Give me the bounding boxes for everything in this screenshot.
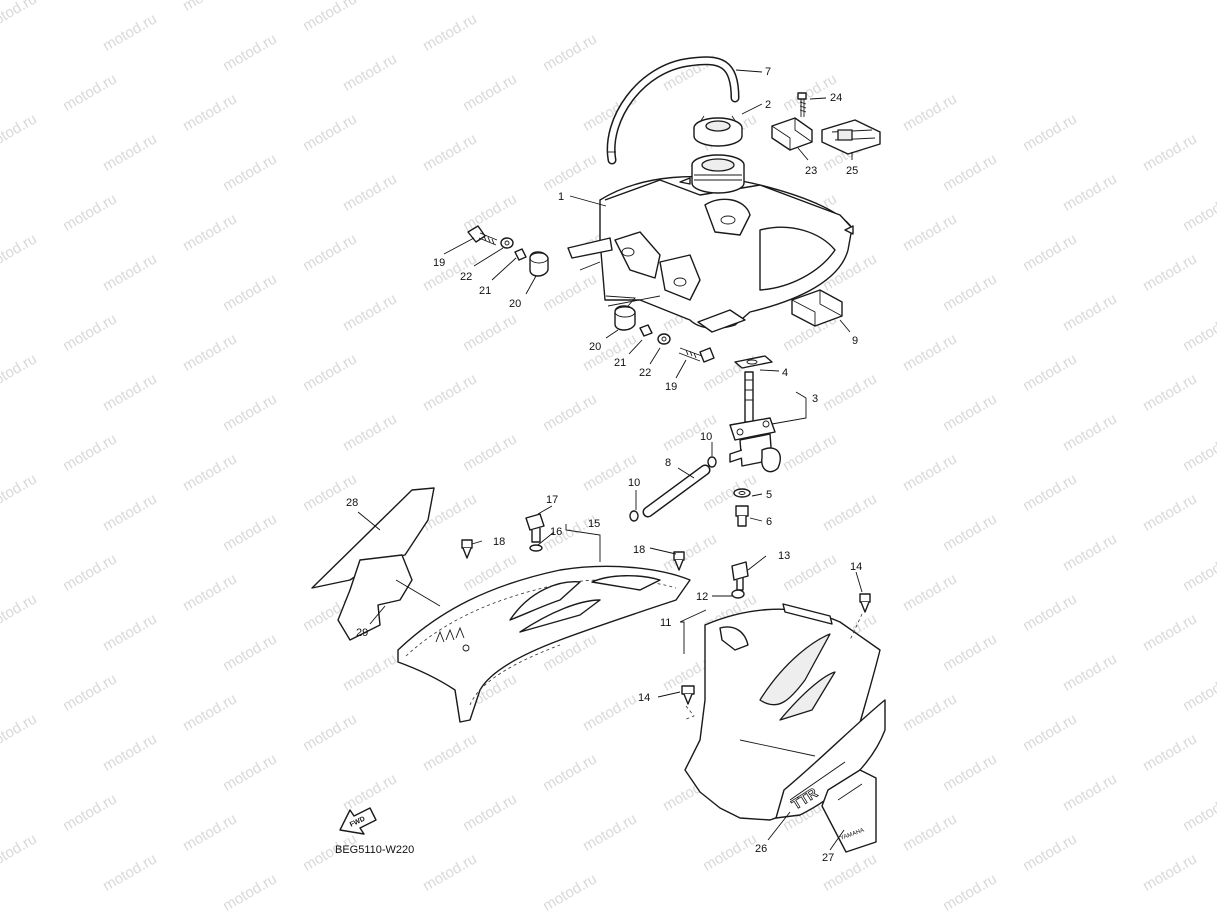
collar-16 <box>529 544 543 552</box>
fuel-cock <box>729 371 781 473</box>
hose-clip-upper <box>707 456 717 468</box>
bracket-23 <box>771 117 813 151</box>
side-panel-15 <box>397 565 691 723</box>
callout-1: 1 <box>558 191 564 203</box>
callout-10-lower: 10 <box>628 477 640 489</box>
callout-5: 5 <box>766 489 772 501</box>
callouts: 1 2 3 4 5 6 7 8 9 10 10 11 12 13 14 14 1… <box>346 66 862 864</box>
callout-13: 13 <box>778 550 790 562</box>
gasket-4 <box>734 355 773 369</box>
callout-18-left: 18 <box>493 536 505 548</box>
fuel-cap <box>693 115 743 147</box>
washer-22-left <box>500 237 514 249</box>
callout-24: 24 <box>830 92 842 104</box>
callout-2: 2 <box>765 99 771 111</box>
callout-18-right: 18 <box>633 544 645 556</box>
bolt-13 <box>731 561 749 591</box>
callout-14-lower: 14 <box>638 692 650 704</box>
drain-screw-6 <box>735 505 749 527</box>
callout-12: 12 <box>696 591 708 603</box>
bolt-18-left <box>461 539 473 559</box>
collar-21-left <box>514 248 527 261</box>
decal-27 <box>821 769 877 853</box>
callout-15: 15 <box>588 518 600 530</box>
leader-lines <box>357 69 863 851</box>
bolt-14-upper <box>859 593 871 613</box>
callout-26: 26 <box>755 843 767 855</box>
washer-22-lower <box>657 333 671 345</box>
cushion-9 <box>791 289 843 327</box>
callout-6: 6 <box>766 516 772 528</box>
callout-23: 23 <box>805 165 817 177</box>
callout-19-left: 19 <box>433 257 445 269</box>
fuel-hose <box>642 464 711 518</box>
callout-22-left: 22 <box>460 271 472 283</box>
bolt-18-right <box>673 551 685 571</box>
callout-14-upper: 14 <box>850 561 862 573</box>
tank-bolt-lower <box>678 347 715 363</box>
callout-29: 29 <box>356 627 368 639</box>
callout-8: 8 <box>665 457 671 469</box>
bolt-17 <box>525 513 545 543</box>
fwd-arrow-icon <box>339 807 377 835</box>
hose-clip-lower <box>629 510 639 522</box>
decal-26 <box>775 699 886 819</box>
callout-4: 4 <box>782 367 788 379</box>
diagram-code: BEG5110-W220 <box>335 844 414 856</box>
callout-9: 9 <box>852 335 858 347</box>
bracket-25 <box>821 119 881 155</box>
guard-29 <box>337 554 413 641</box>
washer-5 <box>733 488 751 498</box>
callout-11: 11 <box>660 617 671 629</box>
callout-20-lower: 20 <box>589 341 601 353</box>
callout-16: 16 <box>550 526 562 538</box>
callout-22-lower: 22 <box>639 367 651 379</box>
callout-10-upper: 10 <box>700 431 712 443</box>
breather-hose <box>606 56 740 165</box>
damper-20-lower <box>614 305 636 331</box>
callout-19-lower: 19 <box>665 381 677 393</box>
collar-12 <box>731 589 745 599</box>
fuel-tank <box>567 154 854 333</box>
tank-bolt-left <box>467 225 498 246</box>
callout-3: 3 <box>812 393 818 405</box>
callout-7: 7 <box>765 66 771 78</box>
callout-21-left: 21 <box>479 285 491 297</box>
callout-25: 25 <box>846 165 858 177</box>
callout-21-lower: 21 <box>614 357 626 369</box>
collar-21-lower <box>639 324 653 337</box>
callout-27: 27 <box>822 852 834 864</box>
callout-17: 17 <box>546 494 558 506</box>
callout-28: 28 <box>346 497 358 509</box>
bolt-14-lower <box>681 685 695 705</box>
damper-20-left <box>529 251 549 277</box>
bolt-24 <box>797 92 807 117</box>
callout-20-left: 20 <box>509 298 521 310</box>
